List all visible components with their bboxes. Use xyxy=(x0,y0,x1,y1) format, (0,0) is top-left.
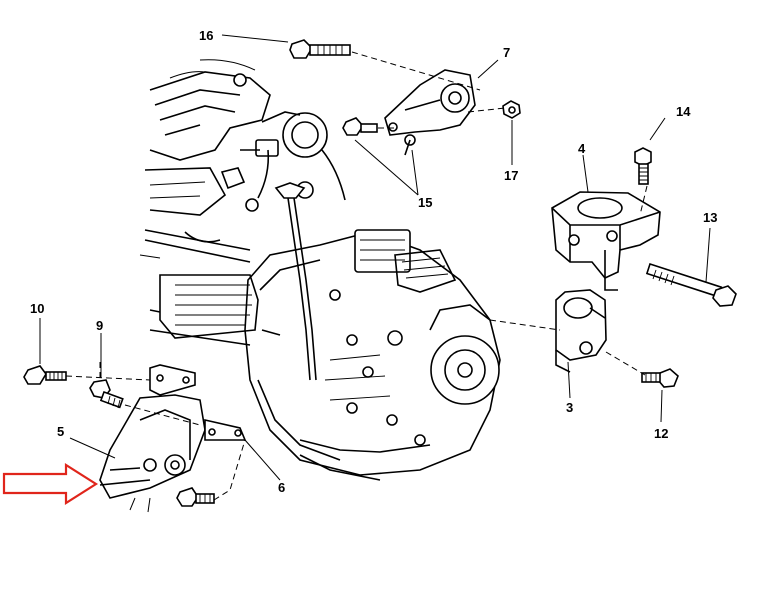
engine-block-left xyxy=(149,274,259,346)
callout-12: 12 xyxy=(654,426,668,441)
callout-5: 5 xyxy=(57,424,64,439)
callout-16: 16 xyxy=(199,28,213,43)
transaxle-case xyxy=(244,229,501,481)
callout-14: 14 xyxy=(676,104,691,119)
bolt-12 xyxy=(641,368,679,388)
callout-10: 10 xyxy=(30,301,44,316)
intake-manifold xyxy=(139,59,271,263)
callout-6: 6 xyxy=(278,480,285,495)
left-mount-bracket xyxy=(99,364,247,513)
bolt-13 xyxy=(645,262,737,307)
callout-7: 7 xyxy=(503,45,510,60)
red-outline-arrow-icon xyxy=(2,463,99,505)
top-mount-7 xyxy=(384,69,476,156)
throttle-body xyxy=(220,73,346,212)
callout-15: 15 xyxy=(418,195,432,210)
bolt-16 xyxy=(289,39,351,59)
callout-9: 9 xyxy=(96,318,103,333)
dipstick-tube xyxy=(274,182,317,381)
right-mount-insulator-3 xyxy=(555,289,607,373)
callout-17: 17 xyxy=(504,168,518,183)
callout-3: 3 xyxy=(566,400,573,415)
callout-4: 4 xyxy=(578,141,586,156)
leader-lines xyxy=(39,34,711,501)
bolt-9 xyxy=(89,379,124,409)
callout-13: 13 xyxy=(703,210,717,225)
bolt-15 xyxy=(342,117,378,136)
bolt-6-lower xyxy=(176,487,215,507)
nut-17 xyxy=(502,100,521,119)
bolt-14 xyxy=(634,147,652,185)
bolt-10 xyxy=(23,365,67,385)
right-mount-bracket-4 xyxy=(551,191,661,291)
